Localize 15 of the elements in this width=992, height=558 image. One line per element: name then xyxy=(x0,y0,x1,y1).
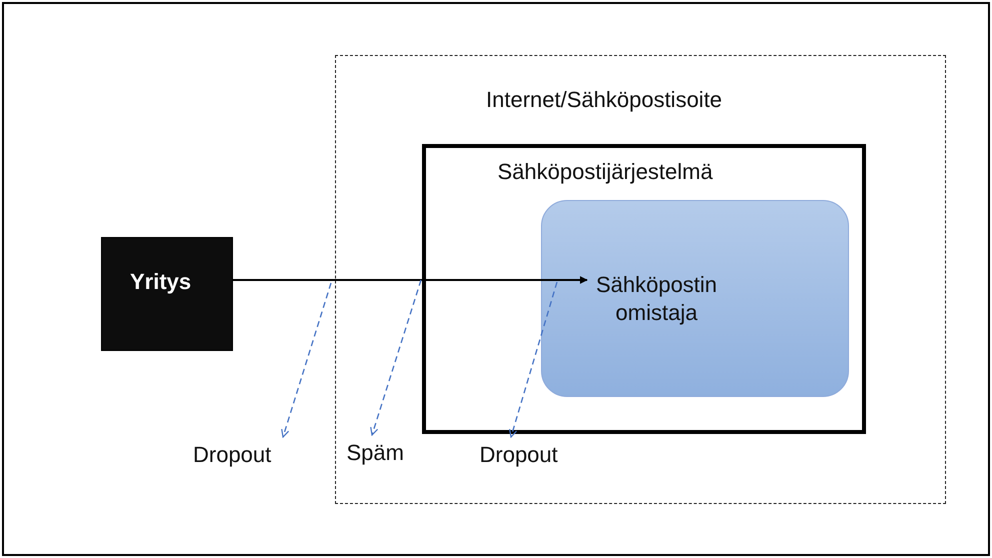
box-label: Yritys xyxy=(130,268,192,296)
arrow xyxy=(281,282,332,438)
box-label: Sähköpostin omistaja xyxy=(594,270,718,326)
entity-box xyxy=(101,237,233,351)
dashed-boundary xyxy=(335,55,946,504)
arrow xyxy=(233,276,588,284)
arrow xyxy=(509,282,558,438)
outcome-label: Dropout xyxy=(193,441,272,469)
outcome-label: Späm xyxy=(346,438,404,466)
boundary-label: Internet/Sähköpostisoite xyxy=(486,86,722,114)
rounded-box xyxy=(540,200,848,396)
system-box xyxy=(422,144,866,434)
box-label: Sähköpostijärjestelmä xyxy=(498,158,713,186)
arrow xyxy=(370,280,422,436)
outcome-label: Dropout xyxy=(480,440,558,468)
